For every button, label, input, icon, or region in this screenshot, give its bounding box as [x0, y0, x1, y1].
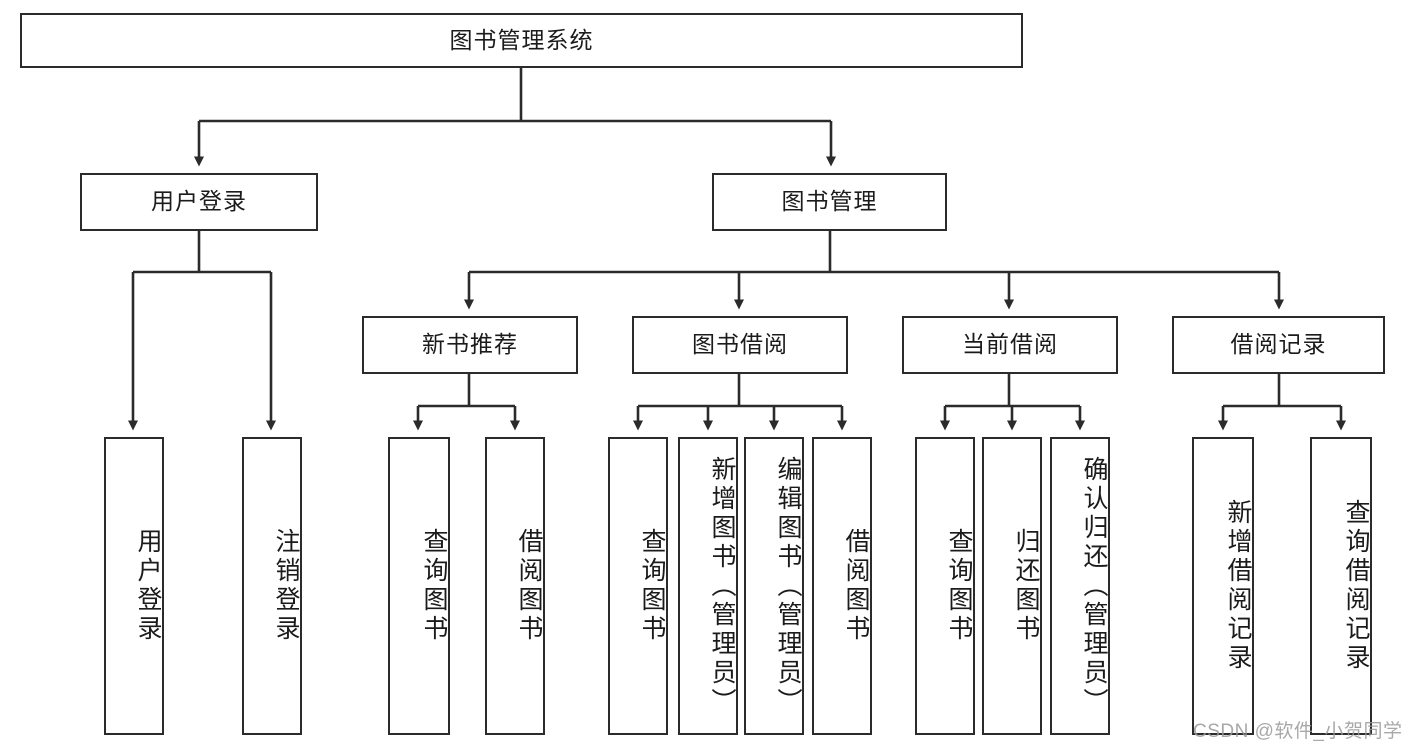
- leaf-query-book-current-label: 查询图书: [945, 528, 973, 644]
- leaf-add-borrow-record-label: 新增借阅记录: [1224, 499, 1252, 673]
- csdn-watermark: CSDN @软件_小贺同学: [1193, 721, 1403, 742]
- leaf-return-book-label: 归还图书: [1012, 528, 1040, 644]
- leaf-query-book-recommend-label: 查询图书: [420, 528, 448, 644]
- leaf-edit-book-admin[interactable]: 编辑图书（管理员）: [744, 437, 804, 735]
- leaf-add-book-admin[interactable]: 新增图书（管理员）: [678, 437, 738, 735]
- leaf-user-login-label: 用户登录: [134, 528, 162, 644]
- node-borrow-record[interactable]: 借阅记录: [1172, 316, 1385, 374]
- node-new-book-recommend[interactable]: 新书推荐: [362, 316, 578, 374]
- leaf-add-book-admin-label: 新增图书（管理员）: [708, 455, 736, 717]
- leaf-confirm-return-admin[interactable]: 确认归还（管理员）: [1050, 437, 1110, 735]
- leaf-borrow-book-label: 借阅图书: [842, 528, 870, 644]
- leaf-query-book-recommend[interactable]: 查询图书: [388, 437, 450, 735]
- leaf-edit-book-admin-label: 编辑图书（管理员）: [774, 455, 802, 717]
- node-current-borrow[interactable]: 当前借阅: [902, 316, 1118, 374]
- leaf-logout-login-label: 注销登录: [272, 528, 300, 644]
- node-current-borrow-label: 当前借阅: [962, 331, 1058, 358]
- leaf-query-book-borrow-label: 查询图书: [638, 528, 666, 644]
- node-book-management-label: 图书管理: [781, 188, 878, 215]
- leaf-borrow-book[interactable]: 借阅图书: [812, 437, 872, 735]
- leaf-confirm-return-admin-label: 确认归还（管理员）: [1080, 455, 1108, 717]
- node-root[interactable]: 图书管理系统: [20, 13, 1023, 68]
- leaf-add-borrow-record[interactable]: 新增借阅记录: [1192, 437, 1254, 735]
- leaf-query-book-current[interactable]: 查询图书: [915, 437, 975, 735]
- leaf-query-book-borrow[interactable]: 查询图书: [608, 437, 668, 735]
- leaf-query-borrow-record[interactable]: 查询借阅记录: [1310, 437, 1372, 735]
- node-book-borrow[interactable]: 图书借阅: [632, 316, 848, 374]
- leaf-logout-login[interactable]: 注销登录: [242, 437, 302, 735]
- node-book-borrow-label: 图书借阅: [692, 331, 788, 358]
- leaf-borrow-book-recommend[interactable]: 借阅图书: [485, 437, 545, 735]
- node-book-management[interactable]: 图书管理: [712, 173, 947, 231]
- node-user-login-label: 用户登录: [151, 188, 247, 215]
- leaf-borrow-book-recommend-label: 借阅图书: [515, 528, 543, 644]
- node-user-login[interactable]: 用户登录: [80, 173, 318, 231]
- leaf-user-login[interactable]: 用户登录: [104, 437, 164, 735]
- node-borrow-record-label: 借阅记录: [1230, 331, 1327, 358]
- leaf-return-book[interactable]: 归还图书: [982, 437, 1042, 735]
- node-new-book-recommend-label: 新书推荐: [422, 331, 518, 358]
- node-root-label: 图书管理系统: [449, 26, 594, 53]
- leaf-query-borrow-record-label: 查询借阅记录: [1342, 499, 1370, 673]
